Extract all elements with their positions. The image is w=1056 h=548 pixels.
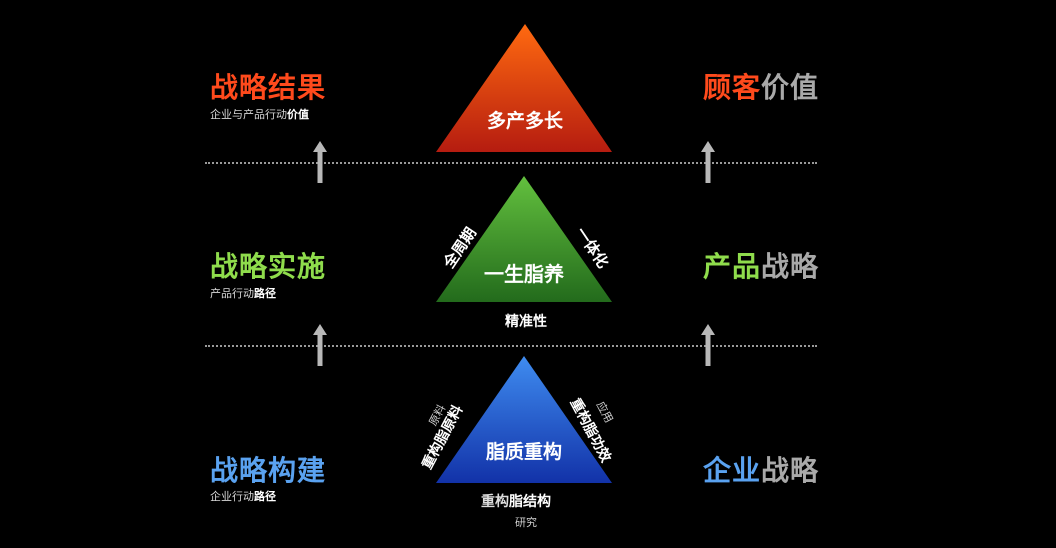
left-sub-implement: 产品行动路径 [210,285,276,301]
left-sub-result-bold: 价值 [287,108,309,121]
left-sub-implement-bold: 路径 [254,287,276,300]
left-sub-build: 企业行动路径 [210,488,276,504]
top-triangle [436,24,612,152]
left-sub-build-bold: 路径 [254,490,276,503]
middle-base-label: 精准性 [505,314,547,330]
bottom-base-bold: 脂结构 [509,494,551,510]
bottom-base-plain: 重构 [481,494,509,510]
divider-top [205,162,817,164]
top-triangle-label: 多产多长 [486,110,564,132]
up-arrow-icon [701,324,715,366]
up-arrow-icon [701,141,715,183]
bottom-triangle [436,356,612,483]
right-title-customer-rest: 价值 [761,71,820,104]
bottom-triangle-label: 脂质重构 [485,441,563,463]
right-title-enterprise-rest: 战略 [761,454,820,487]
divider-bottom [205,345,817,347]
left-sub-result-plain: 企业与产品行动 [210,108,287,121]
bottom-base-label: 重构脂结构 [481,491,551,511]
right-title-enterprise-accent: 企业 [703,454,762,487]
right-title-product-accent: 产品 [703,250,762,283]
left-sub-build-plain: 企业行动 [210,490,254,503]
up-arrow-icon [313,324,327,366]
right-title-enterprise: 企业战略 [703,449,819,489]
left-title-implement: 战略实施 [210,250,327,283]
middle-triangle-label: 一生脂养 [484,262,564,286]
left-title-build: 战略构建 [210,454,327,487]
up-arrow-icon [313,141,327,183]
right-title-customer-accent: 顾客 [703,71,762,104]
left-sub-result: 企业与产品行动价值 [210,106,309,122]
right-title-customer: 顾客价值 [703,66,819,106]
middle-triangle [436,176,612,302]
right-title-product: 产品战略 [703,245,819,285]
left-title-result: 战略结果 [210,71,327,104]
right-title-product-rest: 战略 [761,250,820,283]
bottom-base-small-label: 研究 [515,516,537,529]
left-sub-implement-plain: 产品行动 [210,287,254,300]
